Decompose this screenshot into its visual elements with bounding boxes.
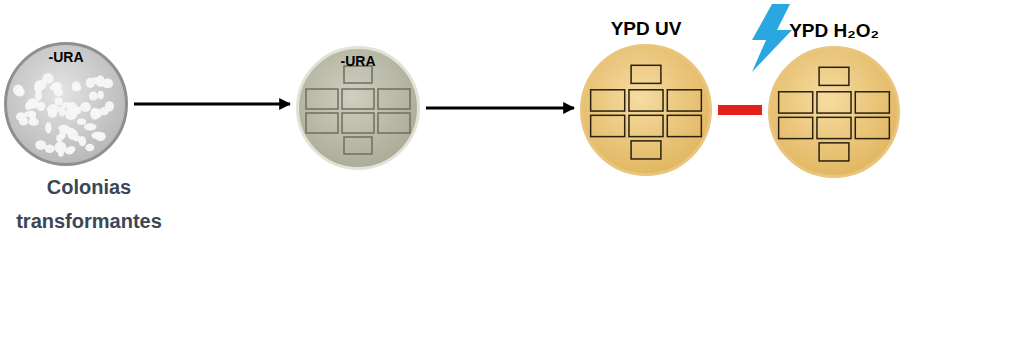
- lightning-bolt: [752, 4, 792, 72]
- medium-label: -URA: [49, 50, 84, 65]
- dish-caption: Colonias transformantes: [4, 170, 174, 238]
- medium-label: YPD H₂O₂: [789, 21, 879, 42]
- link-bar: [718, 105, 762, 115]
- dish-outline: [768, 46, 900, 178]
- petri-dish: -URA: [296, 46, 420, 170]
- flow-arrow: [134, 103, 290, 106]
- flow-arrow: [426, 107, 574, 110]
- medium-label: -URA: [341, 54, 376, 69]
- dish-outline: [580, 44, 712, 176]
- petri-dish: YPD UV: [580, 44, 712, 176]
- petri-dish: YPD H₂O₂: [768, 46, 900, 178]
- petri-dish: -URAColonias transformantes: [4, 42, 128, 166]
- medium-label: YPD UV: [611, 19, 682, 40]
